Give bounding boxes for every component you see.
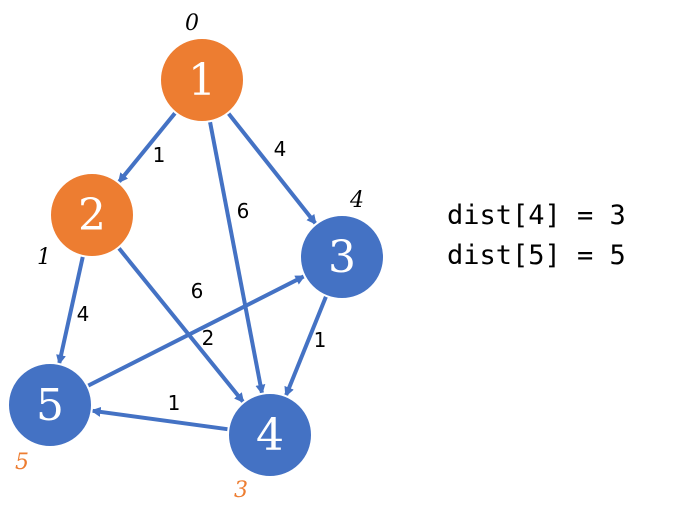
edge-1-2 bbox=[117, 111, 178, 184]
node-label-1: 1 bbox=[188, 55, 216, 106]
node-dist-3: 4 bbox=[349, 188, 364, 213]
dist-5-text: dist[5] = 5 bbox=[447, 240, 626, 271]
node-label-5: 5 bbox=[36, 380, 64, 431]
node-label-3: 3 bbox=[328, 232, 356, 283]
edge-2-5 bbox=[56, 255, 85, 365]
edge-weight-3-4: 1 bbox=[314, 328, 327, 352]
node-dist-4: 3 bbox=[234, 478, 248, 503]
edge-2-4 bbox=[116, 246, 245, 404]
edge-weight-2-5: 4 bbox=[77, 302, 90, 326]
edge-4-5 bbox=[90, 406, 229, 432]
edge-weight-5-3: 6 bbox=[191, 279, 204, 303]
node-dist-1: 0 bbox=[185, 11, 199, 36]
dist-4-text: dist[4] = 3 bbox=[447, 200, 626, 231]
node-5 bbox=[7, 362, 93, 448]
node-4 bbox=[227, 392, 313, 478]
edge-5-3 bbox=[86, 274, 306, 388]
edge-weight-1-3: 4 bbox=[274, 137, 287, 161]
edge-weight-1-4: 6 bbox=[237, 199, 250, 223]
node-1 bbox=[159, 37, 245, 123]
edge-weight-4-5: 1 bbox=[168, 391, 181, 415]
node-3 bbox=[299, 214, 385, 300]
edge-1-3 bbox=[226, 111, 317, 225]
edge-3-4 bbox=[284, 295, 329, 397]
edge-weight-2-4: 2 bbox=[202, 326, 215, 350]
node-dist-5: 5 bbox=[15, 450, 29, 475]
node-dist-2: 1 bbox=[37, 245, 51, 270]
node-label-2: 2 bbox=[78, 190, 106, 241]
edge-1-4 bbox=[207, 120, 266, 395]
edge-weight-1-2: 1 bbox=[153, 143, 166, 167]
node-2 bbox=[49, 172, 135, 258]
node-label-4: 4 bbox=[256, 410, 284, 461]
